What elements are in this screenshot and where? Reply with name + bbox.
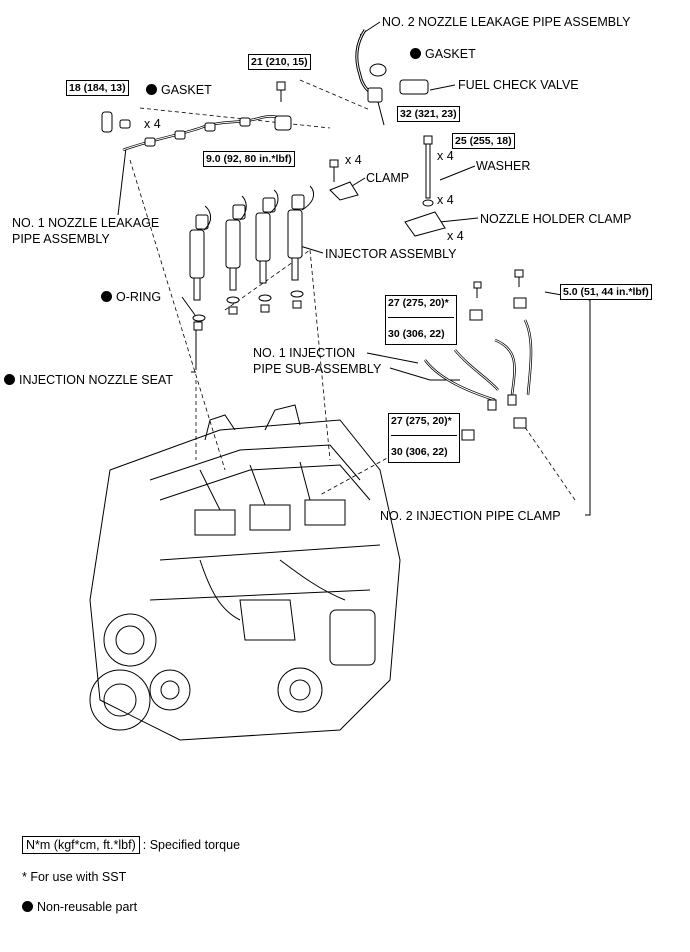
torque-spec-1: 18 (184, 13): [66, 80, 129, 96]
torque-spec-3: 32 (321, 23): [397, 106, 460, 122]
label-gasket-top: GASKET: [410, 47, 476, 61]
label-nozzle-holder-clamp: NOZZLE HOLDER CLAMP: [480, 212, 632, 226]
label-injector-assembly: INJECTOR ASSEMBLY: [325, 247, 457, 261]
nonreusable-dot-icon: [410, 48, 421, 59]
torque-spec-7-line-2: 30 (306, 22): [388, 328, 445, 340]
legend-nonreusable: Non-reusable part: [22, 900, 137, 914]
torque-spec-4: 25 (255, 18): [452, 133, 515, 149]
label-no1-nozzle-leakage-pipe-line-1: NO. 1 NOZZLE LEAKAGE: [12, 216, 160, 230]
qty-bolt-9: x 4: [345, 153, 362, 167]
label-no2-nozzle-leakage-pipe: NO. 2 NOZZLE LEAKAGE PIPE ASSEMBLY: [382, 15, 631, 29]
legend-sst-note: * For use with SST: [22, 870, 127, 884]
qty-washer: x 4: [437, 193, 454, 207]
torque-spec-7: 27 (275, 20)* 30 (306, 22): [385, 295, 457, 345]
label-no1-injection-pipe-line-2: PIPE SUB-ASSEMBLY: [253, 362, 382, 376]
label-no1-injection-pipe-line-1: NO. 1 INJECTION: [253, 346, 356, 360]
label-no2-injection-pipe-clamp: NO. 2 INJECTION PIPE CLAMP: [380, 509, 561, 523]
nonreusable-dot-icon: [22, 901, 33, 912]
legend-torque-box: N*m (kgf*cm, ft.*lbf): [22, 836, 140, 854]
label-gasket-left: GASKET: [146, 83, 212, 97]
torque-spec-5: 9.0 (92, 80 in.*lbf): [203, 151, 295, 167]
label-washer: WASHER: [476, 159, 531, 173]
nonreusable-dot-icon: [4, 374, 15, 385]
label-no1-nozzle-leakage-pipe: NO. 1 NOZZLE LEAKAGE PIPE ASSEMBLY: [12, 216, 159, 246]
label-injection-nozzle-seat: INJECTION NOZZLE SEAT: [4, 373, 173, 387]
label-clamp: CLAMP: [366, 171, 410, 185]
qty-bolt-25: x 4: [437, 149, 454, 163]
label-o-ring-text: O-RING: [116, 290, 162, 304]
label-injection-nozzle-seat-text: INJECTION NOZZLE SEAT: [19, 373, 173, 387]
label-fuel-check-valve: FUEL CHECK VALVE: [458, 78, 579, 92]
torque-spec-6: 5.0 (51, 44 in.*lbf): [560, 284, 652, 300]
qty-nozzle-holder-clamp: x 4: [447, 229, 464, 243]
label-gasket-left-text: GASKET: [161, 83, 212, 97]
torque-spec-8-line-1: 27 (275, 20)*: [391, 415, 457, 436]
nonreusable-dot-icon: [146, 84, 157, 95]
label-gasket-top-text: GASKET: [425, 47, 476, 61]
label-o-ring: O-RING: [101, 290, 161, 304]
torque-spec-2: 21 (210, 15): [248, 54, 311, 70]
torque-spec-8: 27 (275, 20)* 30 (306, 22): [388, 413, 460, 463]
nonreusable-dot-icon: [101, 291, 112, 302]
legend-nonreusable-text: Non-reusable part: [37, 900, 138, 914]
torque-spec-7-line-1: 27 (275, 20)*: [388, 297, 454, 318]
qty-gasket: x 4: [144, 117, 161, 131]
legend-torque: N*m (kgf*cm, ft.*lbf): Specified torque: [22, 836, 241, 854]
torque-spec-8-line-2: 30 (306, 22): [391, 446, 448, 458]
label-no1-injection-pipe: NO. 1 INJECTION PIPE SUB-ASSEMBLY: [253, 346, 381, 376]
label-no1-nozzle-leakage-pipe-line-2: PIPE ASSEMBLY: [12, 232, 110, 246]
legend-torque-desc: : Specified torque: [142, 838, 241, 852]
